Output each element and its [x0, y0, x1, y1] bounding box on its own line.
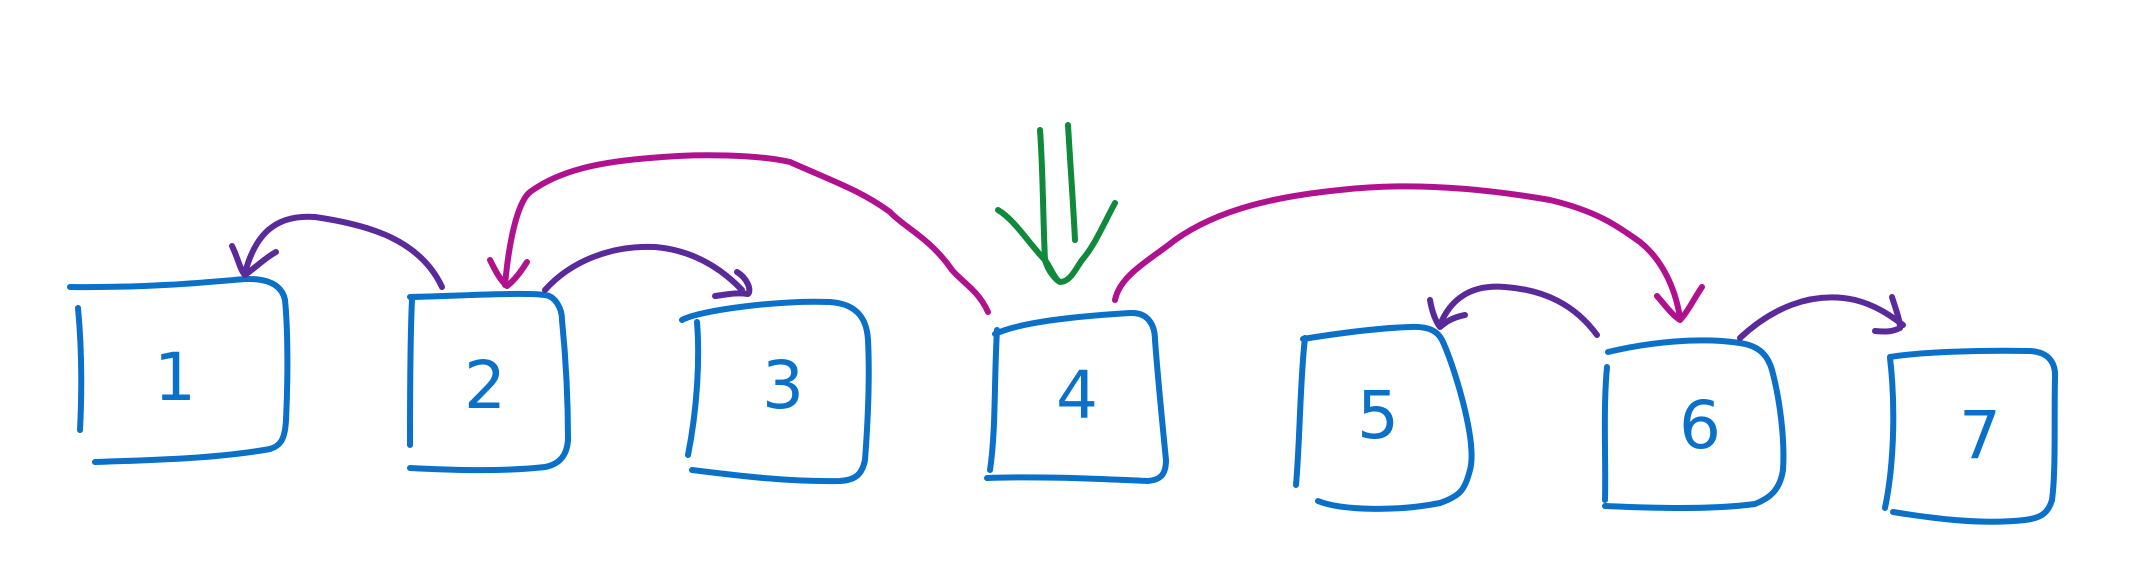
node-box-4: [984, 309, 1169, 484]
node-label-1: 1: [154, 339, 196, 416]
node-label-7: 7: [1959, 397, 2001, 474]
edge-2-to-1: [242, 213, 445, 290]
node-label-4: 4: [1056, 357, 1098, 434]
edge-2-to-3: [542, 243, 745, 293]
edge-group: [229, 152, 1906, 341]
edge-4-to-2-head: [487, 257, 530, 289]
node-box-1: [67, 275, 291, 465]
node-label-group: 1 2 3 4 5 6 7: [154, 339, 2001, 474]
node-label-2: 2: [464, 347, 506, 424]
node-label-5: 5: [1357, 377, 1399, 454]
node-label-3: 3: [762, 347, 804, 424]
node-box-7: [1882, 347, 2059, 525]
edge-6-to-7-head: [1872, 294, 1903, 335]
node-box-5: [1293, 323, 1475, 512]
down-arrow-icon: [995, 122, 1118, 285]
edge-2-to-3-head: [712, 269, 753, 299]
edge-6-to-7: [1737, 294, 1906, 341]
edge-2-to-1-head: [229, 243, 279, 278]
edge-4-to-6: [1112, 183, 1683, 321]
edge-6-to-5-head: [1427, 297, 1468, 330]
node-box-6: [1601, 337, 1787, 511]
node-box-2: [407, 290, 571, 474]
edge-4-to-6-head: [1654, 284, 1705, 323]
node-box-group: [67, 275, 2059, 525]
entry-arrow-shaft-right: [1065, 122, 1078, 243]
node-label-6: 6: [1679, 387, 1721, 464]
entry-arrow-head: [995, 200, 1118, 285]
edge-4-to-2: [502, 152, 991, 315]
edge-6-to-5: [1437, 283, 1600, 338]
node-box-3: [679, 298, 872, 485]
